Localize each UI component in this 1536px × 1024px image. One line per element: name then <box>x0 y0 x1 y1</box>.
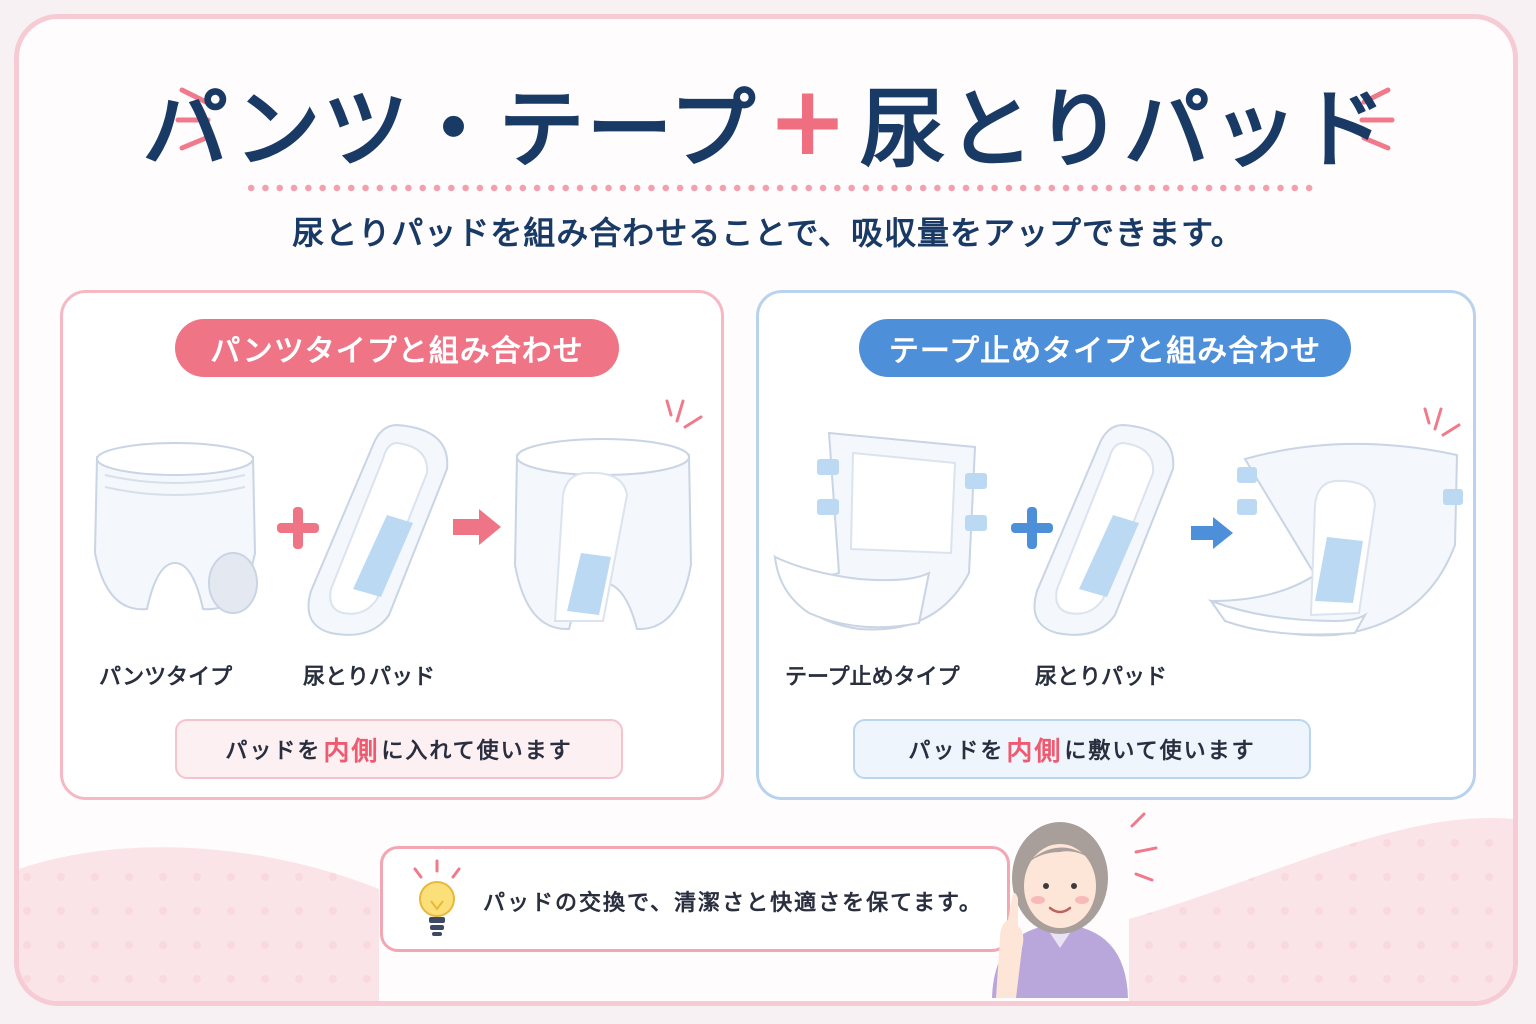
note-before: パッドを <box>225 739 322 764</box>
panel-heading: パンツタイプと組み合わせ <box>175 319 619 377</box>
usage-note: パッドを 内側 に敷いて使います <box>853 719 1311 779</box>
caption-pad: 尿とりパッド <box>1035 665 1168 690</box>
sparkle-icon <box>1359 87 1395 151</box>
tape-diaper-illustration <box>773 431 987 631</box>
pad-illustration <box>307 423 449 636</box>
arrow-right-icon <box>453 509 501 545</box>
tape-diaper-with-pad-illustration <box>1208 442 1463 637</box>
caption-pad: 尿とりパッド <box>303 665 436 690</box>
caption-tape-type: テープ止めタイプ <box>785 665 960 690</box>
panel-pants-type: パンツタイプと組み合わせ パンツタイプ 尿とりパッド パッドを 内側 に入れて <box>60 290 724 800</box>
panel-tape-type: テープ止めタイプと組み合わせ テープ止めタイプ 尿とりパッド <box>756 290 1476 800</box>
title-plus: + <box>767 65 850 177</box>
title-part2: 尿とりパッド <box>859 79 1388 180</box>
note-before: パッドを <box>908 739 1005 764</box>
caregiver-illustration <box>992 812 1158 998</box>
tip-text: パッドの交換で、清潔さと快適さを保てます。 <box>483 891 983 916</box>
sparkle-icon <box>1423 407 1461 437</box>
tip-box: パッドの交換で、清潔さと快適さを保てます。 <box>380 846 1010 952</box>
note-after: に入れて使います <box>381 739 573 764</box>
background-wave <box>19 818 1513 1001</box>
pants-illustration <box>93 442 258 614</box>
page-title: パンツ・テープ + 尿とりパッド <box>142 65 1386 180</box>
arrow-right-icon <box>1191 517 1233 549</box>
plus-icon <box>277 507 319 549</box>
note-after: に敷いて使います <box>1064 739 1256 764</box>
title-part1: パンツ・テープ <box>142 79 758 180</box>
sparkle-icon <box>665 399 703 429</box>
note-highlight: 内側 <box>1006 736 1063 767</box>
note-highlight: 内側 <box>323 736 380 767</box>
lightbulb-icon <box>413 859 461 936</box>
plus-icon <box>1011 507 1053 549</box>
caption-pants-type: パンツタイプ <box>99 665 233 690</box>
dotted-divider <box>244 184 1316 192</box>
usage-note: パッドを 内側 に入れて使います <box>175 719 623 779</box>
pants-with-pad-illustration <box>513 438 693 631</box>
page-subtitle: 尿とりパッドを組み合わせることで、吸収量をアップできます。 <box>292 214 1244 252</box>
pad-illustration <box>1033 423 1175 636</box>
panel-heading: テープ止めタイプと組み合わせ <box>859 319 1351 377</box>
sparkle-icon <box>175 87 211 151</box>
